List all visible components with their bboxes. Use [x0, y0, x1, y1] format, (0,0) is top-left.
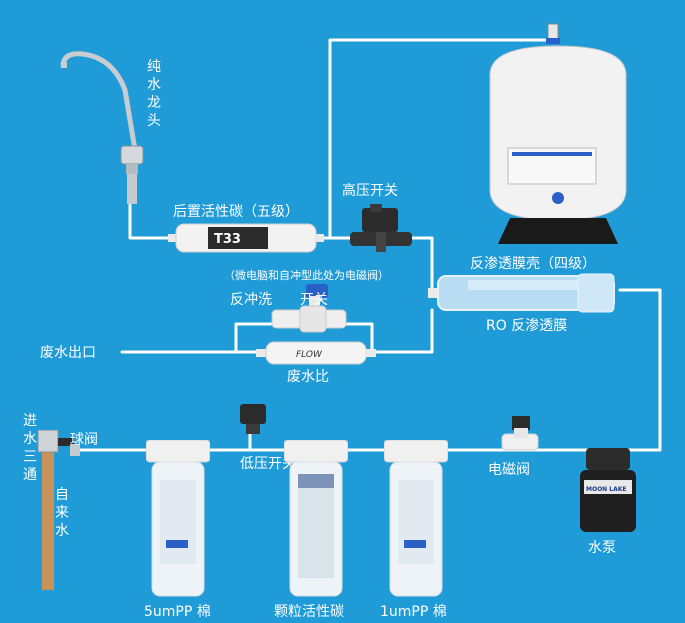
flush-loop-pipe [343, 322, 374, 354]
filter-housing-icon [384, 440, 448, 597]
flow-restrictor-mark: FLOW [296, 350, 323, 360]
flush-switch-label: 反冲洗 开关 [230, 292, 328, 308]
filter2-label: 颗粒活性碳 [274, 604, 344, 620]
ro-membrane-label: RO 反渗透膜 [486, 318, 568, 334]
faucet-icon [60, 51, 144, 204]
faucet-label: 纯水龙头 [147, 59, 161, 129]
high-pressure-switch-label: 高压开关 [342, 183, 398, 199]
inlet-tee-icon [37, 430, 80, 590]
pump-label: 水泵 [588, 540, 616, 556]
tap-water-label: 自来水 [55, 487, 69, 539]
solenoid-valve-label: 电磁阀 [488, 462, 530, 478]
inlet-tee-label: 进水三通 [23, 413, 37, 483]
flush-loop-left-pipe [234, 322, 274, 354]
filter3-label: 1umPP 棉 [380, 604, 447, 620]
pump-icon: MOON LAKE [580, 448, 636, 532]
filter-housing-icon [146, 440, 210, 597]
high-pressure-switch-icon [350, 204, 412, 252]
flow-restrictor-icon: FLOW [256, 341, 376, 365]
solenoid-valve-icon [501, 416, 539, 451]
membrane-to-pump-pipe [612, 288, 662, 452]
pressure-tank-icon [489, 23, 627, 244]
waste-ratio-label: 废水比 [287, 369, 329, 385]
low-pressure-switch-label: 低压开关 [240, 456, 296, 472]
low-pressure-switch-icon [240, 404, 266, 434]
flush-valve-icon [271, 284, 347, 333]
filter-housing-icon [284, 440, 348, 597]
filter1-label: 5umPP 棉 [144, 604, 211, 620]
switch-to-membrane-pipe [408, 236, 434, 292]
pump-brand-mark: MOON LAKE [586, 486, 627, 493]
membrane-housing-icon [428, 273, 615, 313]
solenoid-note-label: （微电脑和自冲型此处为电磁阀） [224, 269, 389, 282]
post-filter-to-faucet-pipe [128, 203, 174, 240]
membrane-housing-label: 反渗透膜壳（四级） [470, 256, 596, 272]
post-filter-code: T33 [214, 232, 241, 247]
post-filter-label: 后置活性碳（五级） [173, 204, 299, 220]
waste-outlet-label: 废水出口 [40, 345, 96, 361]
tank-feed-pipe [328, 38, 555, 240]
ball-valve-label: 球阀 [70, 432, 98, 448]
membrane-to-waste-pipe [370, 308, 434, 354]
post-filter-icon: T33 [168, 223, 324, 253]
